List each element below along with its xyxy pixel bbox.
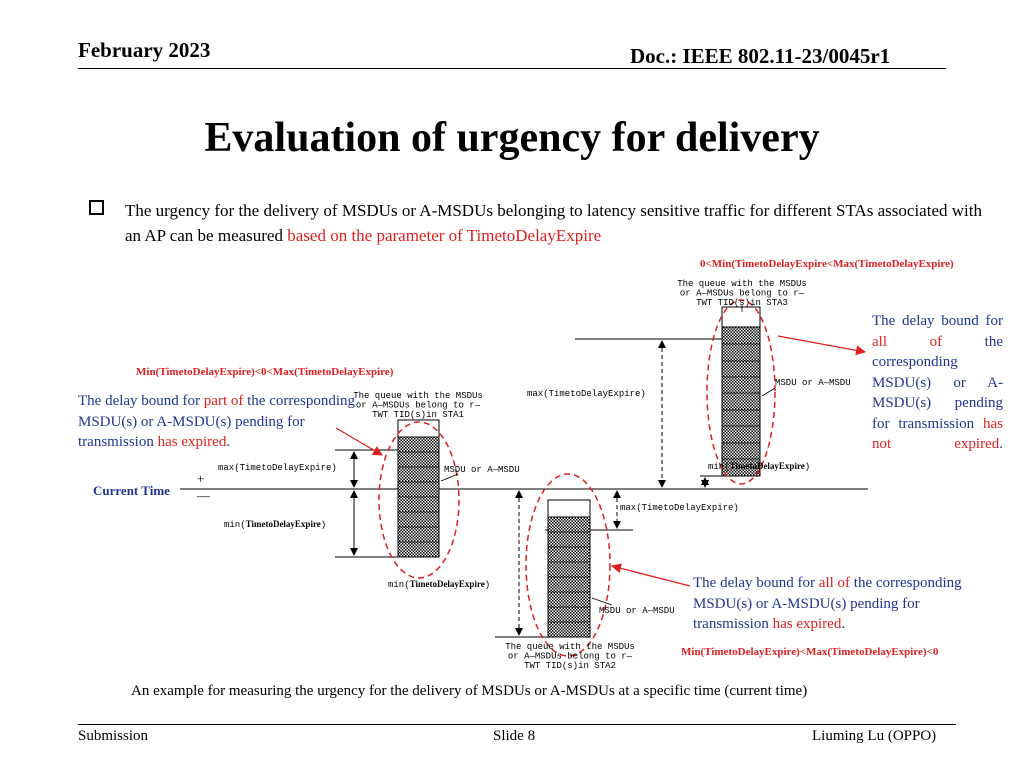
sta1-highlight-ellipse — [378, 421, 460, 579]
slide-title: Evaluation of urgency for delivery — [204, 115, 820, 161]
sta1-min-label: min(TimetoDelayExpire) — [224, 519, 326, 530]
note-sta1: The delay bound for part of the correspo… — [78, 393, 356, 450]
minus-sign: — — [197, 488, 210, 503]
header-date: February 2023 — [78, 38, 211, 62]
condition-sta3: 0<Min(TimetoDelayExpire<Max(TimetoDelayE… — [700, 258, 954, 270]
sta2-queue-top — [547, 499, 591, 518]
sta3-queue-body — [721, 326, 761, 477]
sta2-min-label: min(TimetoDelayExpire) — [388, 579, 490, 590]
sta3-min-label: min(TimetoDelayExpire) — [708, 461, 810, 472]
sta2-msdu-label: MSDU or A—MSDU — [599, 606, 675, 616]
footer-author: Liuming Lu (OPPO) — [812, 728, 937, 744]
bullet-text-plain: The urgency for the delivery of MSDUs or… — [125, 201, 982, 245]
header-rule — [78, 68, 946, 69]
condition-sta2: Min(TimetoDelayExpire)<Max(TimetoDelayEx… — [681, 646, 939, 658]
note-sta3: The delay bound for all of the correspon… — [872, 313, 1003, 452]
header-doc-id: Doc.: IEEE 802.11-23/0045r1 — [630, 44, 891, 68]
sta3-max-label: max(TimetoDelayExpire) — [527, 389, 646, 399]
square-bullet-icon — [89, 200, 104, 215]
bullet-text: The urgency for the delivery of MSDUs or… — [125, 198, 985, 248]
plus-sign: + — [197, 471, 205, 486]
current-time-label: Current Time — [93, 483, 170, 498]
sta3-queue-top — [721, 306, 761, 328]
footer-left: Submission — [78, 728, 149, 744]
diagram-caption: An example for measuring the urgency for… — [131, 683, 808, 699]
sta3-note-arrow — [777, 335, 866, 356]
condition-sta1: Min(TimetoDelayExpire)<0<Max(TimetoDelay… — [136, 366, 394, 378]
sta1-max-label: max(TimetoDelayExpire) — [218, 463, 337, 473]
footer-slide-number: Slide 8 — [493, 728, 536, 744]
sta1-note-arrow — [335, 427, 383, 456]
sta3-highlight-ellipse — [706, 299, 776, 485]
sta1-msdu-label: MSDU or A—MSDU — [444, 465, 520, 475]
bullet-text-highlight: based on the parameter of TimetoDelayExp… — [287, 226, 602, 245]
sta2-note-arrow — [611, 563, 691, 587]
sta2-highlight-ellipse — [525, 473, 611, 657]
footer-rule — [78, 724, 956, 725]
sta2-max-label: max(TimetoDelayExpire) — [620, 503, 739, 513]
note-sta2: The delay bound for all of the correspon… — [693, 575, 962, 632]
sta3-msdu-label: MSDU or A—MSDU — [775, 378, 851, 388]
